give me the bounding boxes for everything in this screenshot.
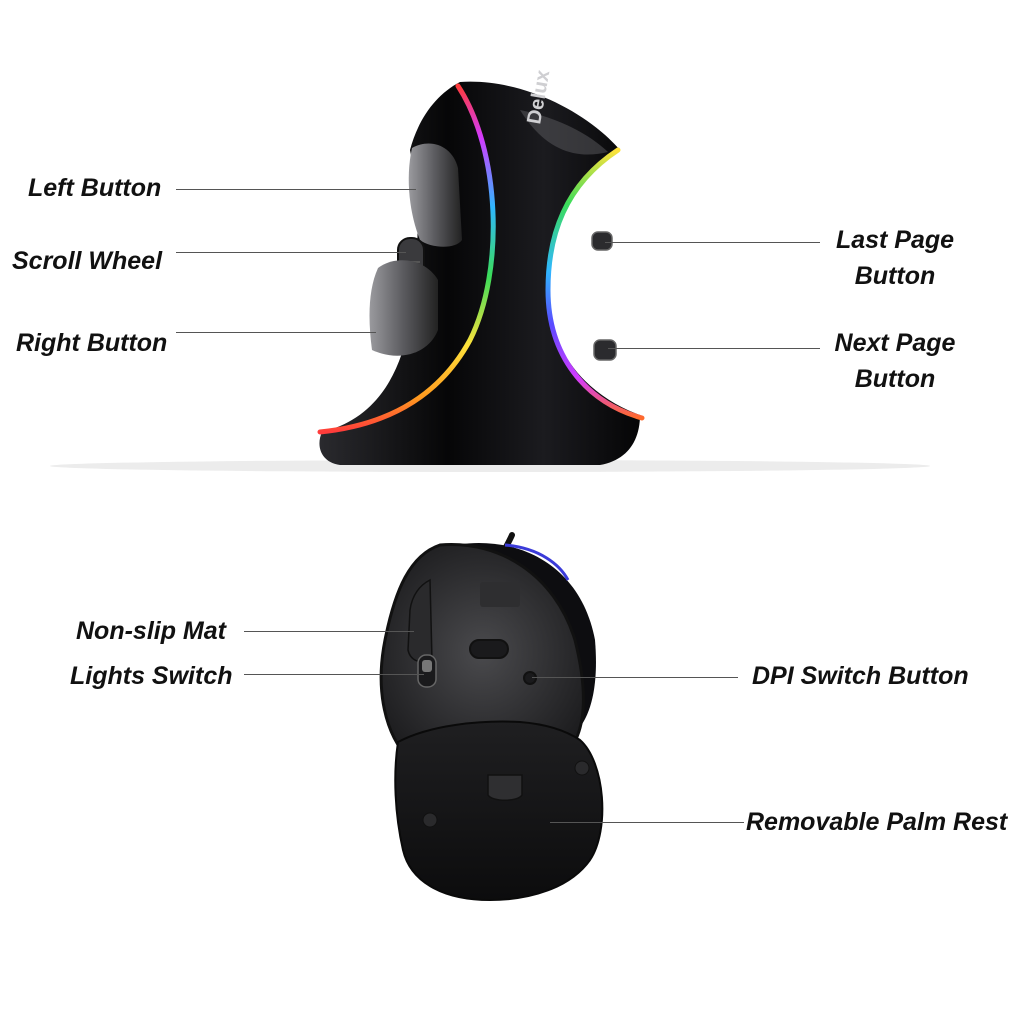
label-last-page-line2: Button bbox=[854, 262, 936, 291]
label-lights-switch: Lights Switch bbox=[70, 662, 233, 690]
leader-dpi-switch bbox=[532, 677, 738, 678]
label-dpi-switch-button: DPI Switch Button bbox=[752, 662, 969, 690]
leader-left-button bbox=[176, 189, 416, 190]
left-button[interactable] bbox=[408, 143, 462, 247]
label-scroll-wheel: Scroll Wheel bbox=[12, 247, 163, 275]
palm-rest-screw-right bbox=[574, 760, 590, 776]
label-next-page-button: Next Page Button bbox=[832, 325, 958, 398]
leader-non-slip-mat bbox=[244, 631, 414, 632]
leader-last-page bbox=[605, 242, 820, 243]
leader-next-page bbox=[608, 348, 820, 349]
label-next-page-line2: Button bbox=[854, 365, 936, 394]
label-right-button: Right Button bbox=[16, 329, 168, 357]
next-page-button[interactable] bbox=[593, 339, 617, 361]
top-mouse-shadow bbox=[50, 460, 930, 472]
blue-edge-highlight bbox=[504, 543, 570, 581]
label-last-page-line1: Last Page bbox=[835, 226, 955, 254]
last-page-button[interactable] bbox=[591, 231, 613, 251]
label-non-slip-mat: Non-slip Mat bbox=[76, 617, 226, 645]
non-slip-mat-top bbox=[480, 582, 520, 607]
lights-switch-toggle bbox=[422, 660, 432, 672]
right-rgb-strip bbox=[545, 147, 645, 421]
optical-sensor bbox=[469, 639, 509, 659]
leader-right-button bbox=[176, 332, 376, 333]
label-last-page-button: Last Page Button bbox=[832, 222, 958, 295]
label-next-page-line1: Next Page bbox=[834, 329, 956, 357]
label-removable-palm-rest: Removable Palm Rest bbox=[746, 808, 1008, 836]
top-mouse-highlight bbox=[520, 110, 608, 155]
removable-palm-rest[interactable] bbox=[394, 720, 604, 902]
leader-lights-switch bbox=[244, 674, 424, 675]
top-mouse-body bbox=[319, 81, 640, 465]
palm-rest-screw-left bbox=[422, 812, 438, 828]
left-rgb-strip bbox=[317, 83, 496, 435]
palm-rest-clip bbox=[487, 774, 523, 801]
dpi-switch-button[interactable] bbox=[523, 671, 537, 685]
leader-scroll-wheel bbox=[176, 252, 406, 253]
leader-palm-rest bbox=[550, 822, 744, 823]
right-button[interactable] bbox=[369, 260, 438, 356]
label-left-button: Left Button bbox=[28, 174, 162, 202]
